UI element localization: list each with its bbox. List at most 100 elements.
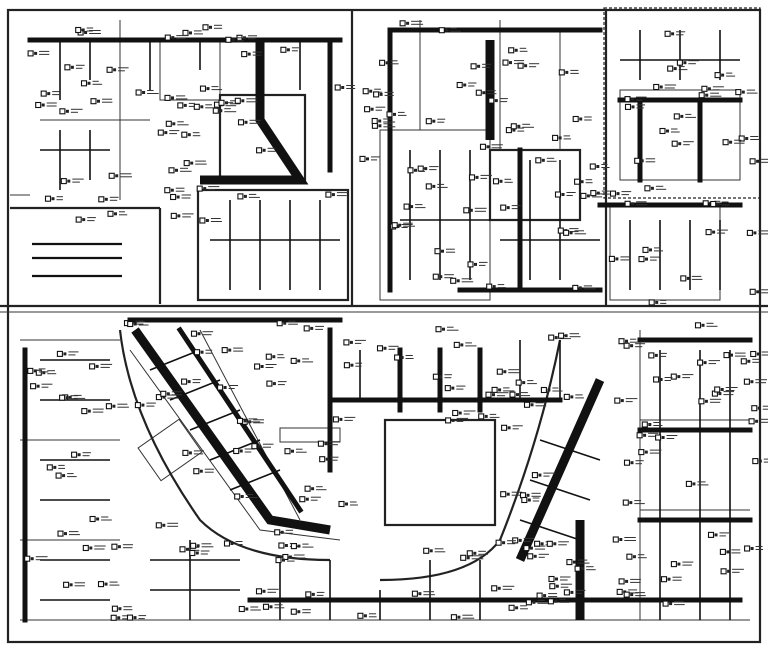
annotation-mark bbox=[429, 166, 439, 168]
diffuser-symbol bbox=[468, 174, 476, 181]
diffuser-symbol bbox=[710, 200, 717, 208]
annotation-mark bbox=[758, 233, 768, 235]
annotation-mark bbox=[52, 91, 60, 93]
annotation-mark bbox=[346, 88, 356, 89]
diffuser-symbol bbox=[251, 443, 258, 450]
vav-box-symbol bbox=[661, 436, 665, 439]
vav-box-symbol bbox=[692, 482, 696, 486]
annotation-mark bbox=[267, 150, 276, 152]
vav-box-symbol bbox=[629, 501, 633, 505]
annotation-mark bbox=[74, 582, 85, 584]
diffuser-symbol bbox=[460, 554, 467, 561]
diffuser-symbol bbox=[552, 134, 559, 141]
annotation-mark bbox=[575, 592, 582, 594]
diffuser-symbol bbox=[165, 120, 172, 127]
annotation-mark bbox=[39, 50, 50, 52]
vav-box-symbol bbox=[516, 393, 519, 397]
vav-box-symbol bbox=[87, 81, 91, 85]
annotation-mark bbox=[208, 186, 220, 188]
diffuser-symbol bbox=[225, 36, 232, 43]
vav-box-symbol bbox=[366, 157, 369, 161]
annotation-mark bbox=[244, 448, 255, 450]
vav-box-symbol bbox=[509, 61, 512, 65]
annotation-mark bbox=[146, 405, 155, 407]
annotation-mark bbox=[120, 173, 132, 175]
diffuser-symbol bbox=[634, 157, 641, 164]
vav-box-symbol bbox=[659, 378, 663, 381]
vav-box-symbol bbox=[396, 225, 400, 228]
diffuser-symbol bbox=[536, 592, 543, 599]
annotation-mark bbox=[383, 123, 393, 125]
vav-box-symbol bbox=[458, 411, 462, 415]
annotation-mark bbox=[302, 546, 314, 548]
diffuser-symbol bbox=[305, 591, 312, 598]
vav-box-symbol bbox=[244, 120, 248, 124]
diffuser-symbol bbox=[435, 326, 442, 333]
annotation-mark bbox=[723, 394, 734, 396]
vav-box-symbol bbox=[721, 73, 725, 77]
annotation-mark bbox=[135, 320, 144, 322]
diffuser-symbol bbox=[27, 50, 34, 57]
legend-panel bbox=[12, 212, 156, 302]
vav-box-symbol bbox=[530, 403, 534, 407]
vav-box-symbol bbox=[502, 541, 506, 545]
diffuser-symbol bbox=[525, 599, 532, 606]
annotation-mark bbox=[521, 395, 531, 397]
vav-box-symbol bbox=[561, 193, 565, 196]
annotation-mark bbox=[120, 176, 132, 178]
annotation-mark bbox=[86, 30, 93, 32]
annotation-mark bbox=[499, 98, 508, 100]
annotation-mark bbox=[630, 578, 641, 580]
annotation-mark bbox=[192, 135, 201, 137]
annotation-mark bbox=[708, 360, 720, 362]
annotation-mark bbox=[532, 497, 540, 499]
annotation-mark bbox=[521, 392, 528, 394]
annotation-mark bbox=[267, 591, 276, 593]
annotation-mark bbox=[138, 615, 147, 617]
annotation-mark bbox=[655, 188, 667, 190]
vav-box-symbol bbox=[97, 99, 100, 103]
diffuser-symbol bbox=[534, 540, 541, 547]
vav-box-symbol bbox=[112, 404, 116, 408]
diffuser-symbol bbox=[523, 401, 531, 408]
annotation-mark bbox=[82, 455, 90, 457]
annotation-mark bbox=[101, 519, 112, 521]
diffuser-symbol bbox=[59, 108, 66, 115]
diffuser-symbol bbox=[275, 557, 282, 564]
annotation-mark bbox=[575, 397, 584, 399]
vav-box-symbol bbox=[445, 28, 449, 32]
diffuser-symbol bbox=[670, 561, 677, 568]
vav-box-symbol bbox=[432, 184, 436, 188]
annotation-mark bbox=[710, 95, 722, 97]
annotation-mark bbox=[752, 358, 759, 360]
annotation-mark bbox=[135, 323, 144, 325]
diffuser-symbol bbox=[485, 391, 492, 398]
annotation-mark bbox=[146, 402, 156, 404]
annotation-mark bbox=[491, 147, 502, 149]
annotation-mark bbox=[210, 218, 221, 219]
vav-box-symbol bbox=[492, 285, 496, 289]
diffuser-symbol bbox=[608, 255, 615, 262]
annotation-mark bbox=[205, 352, 213, 354]
vav-box-symbol bbox=[53, 465, 57, 469]
annotation-mark bbox=[205, 349, 213, 351]
annotation-mark bbox=[249, 119, 261, 121]
annotation-mark bbox=[691, 278, 703, 280]
annotation-mark bbox=[175, 190, 185, 192]
vav-box-symbol bbox=[370, 107, 374, 111]
vav-box-symbol bbox=[555, 584, 559, 588]
annotation-mark bbox=[444, 277, 453, 279]
annotation-mark bbox=[236, 37, 246, 39]
annotation-mark bbox=[169, 133, 177, 135]
annotation-mark bbox=[654, 247, 661, 249]
annotation-mark bbox=[384, 91, 394, 93]
vav-box-symbol bbox=[655, 300, 659, 304]
annotation-mark bbox=[456, 388, 464, 390]
annotation-mark bbox=[683, 141, 694, 143]
vav-box-symbol bbox=[727, 569, 731, 573]
vav-box-symbol bbox=[284, 544, 288, 547]
annotation-mark bbox=[497, 392, 509, 394]
vav-box-symbol bbox=[497, 586, 501, 590]
annotation-mark bbox=[371, 159, 377, 161]
vav-box-symbol bbox=[297, 359, 301, 363]
